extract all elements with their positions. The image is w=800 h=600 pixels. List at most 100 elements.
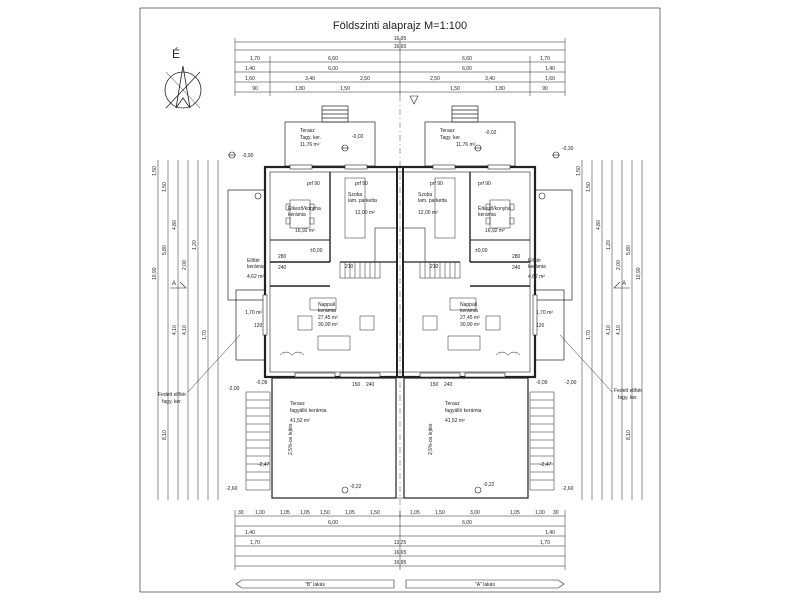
wall-code: 280 xyxy=(512,254,521,260)
dim-left: 10,90 xyxy=(152,267,158,280)
dim-top-r2: 1,40 xyxy=(545,66,555,72)
level-stairs-left-mid: -2,47 xyxy=(258,462,270,468)
bottom-dimensions xyxy=(234,510,566,570)
room-kitchen-right-name: Étkező/konyha xyxy=(478,205,511,212)
dim-bottom-r1: 1,05 xyxy=(345,510,355,516)
dim-bottom-r1: 1,00 xyxy=(255,510,265,516)
furniture xyxy=(279,177,521,356)
covered-stair-left-material: fagy. ker. xyxy=(162,399,182,405)
terrace-top-left-area: 11,76 m² xyxy=(300,142,320,148)
level-right-corner: -0,30 xyxy=(562,146,574,152)
level-stairs-left-top: -0,09 xyxy=(256,380,268,386)
level-left-outer: -2,00 xyxy=(228,386,240,392)
dim-top-r4: 1,50 xyxy=(450,86,460,92)
terrace-top-left-material: Tagy. ker. xyxy=(300,135,321,141)
dim-bottom-r4: 1,70 xyxy=(540,540,550,546)
door-label: prf 90 xyxy=(307,181,320,187)
room-kitchen-right-area: 16,92 m² xyxy=(485,228,505,234)
level-left-corner: -0,90 xyxy=(242,153,254,159)
door-label: prf 90 xyxy=(430,181,443,187)
room-living-left-area: 27,45 m² xyxy=(318,315,338,321)
room-living-left-name: Nappali xyxy=(318,302,335,308)
covered-stair-right-material: fagy. ker. xyxy=(618,395,638,401)
room-hall-right-area: 4,62 m² xyxy=(528,274,545,280)
wall-code: 240 xyxy=(278,265,287,271)
level-stairs-right-mid: -2,47 xyxy=(540,462,552,468)
dim-left: 1,50 xyxy=(162,182,168,192)
dim-bottom-r1: 1,50 xyxy=(370,510,380,516)
level-zero-right: ±0,00 xyxy=(475,248,488,254)
terrace-bottom-right-name: Terasz xyxy=(445,401,460,407)
dim-top-r2: 6,00 xyxy=(462,66,472,72)
wall-code: 240 xyxy=(444,382,453,388)
dim-bottom-r1: 3,00 xyxy=(470,510,480,516)
dim-left: 1,50 xyxy=(152,166,158,176)
dim-bottom-outer: 16,95 xyxy=(394,560,407,566)
dim-left: 8,10 xyxy=(162,430,168,440)
room-kitchen-right-material: kerámia xyxy=(478,212,496,218)
dim-bottom-r1: 30 xyxy=(553,510,559,516)
dim-right: 4,80 xyxy=(596,220,602,230)
dim-right: 4,10 xyxy=(606,325,612,335)
dim-top-r4: 1,80 xyxy=(495,86,505,92)
terrace-top-right-name: Terasz xyxy=(440,128,455,134)
dim-top-r4: 90 xyxy=(252,86,258,92)
dim-bottom-r1: 1,05 xyxy=(280,510,290,516)
terrace-bottom-right-material: fagyálló kerámia xyxy=(445,408,482,414)
dim-bottom-r1: 30 xyxy=(238,510,244,516)
room-living-right-name: Nappali xyxy=(460,302,477,308)
dim-top-r1: 1,70 xyxy=(250,56,260,62)
terrace-top-right-material: Tagy. ker. xyxy=(440,135,461,141)
dim-right: 2,00 xyxy=(616,260,622,270)
top-dimensions xyxy=(234,38,566,96)
dim-bottom-inner: 16,65 xyxy=(394,550,407,556)
terrace-top-left-name: Terasz xyxy=(300,128,315,134)
dim-top-r4: 90 xyxy=(542,86,548,92)
wall-code: 120 xyxy=(254,323,263,329)
level-top-left: -0,02 xyxy=(352,134,364,140)
dim-right: 8,10 xyxy=(626,430,632,440)
room-living-left-material: kerámia xyxy=(318,308,336,314)
room-living-right-area-total: 30,90 m² xyxy=(460,322,480,328)
dim-bottom-r1: 1,50 xyxy=(320,510,330,516)
dim-right: 1,50 xyxy=(576,166,582,176)
room-kitchen-left-name: Étkező/konyha xyxy=(288,205,321,212)
unit-arrows xyxy=(235,579,565,589)
wall-code: 240 xyxy=(512,265,521,271)
small-area-left: 1,70 m² xyxy=(245,310,262,316)
wall-code: 210 xyxy=(430,264,439,270)
wall-code: 150 xyxy=(352,382,361,388)
dim-bottom-r1: 1,05 xyxy=(410,510,420,516)
bottom-terraces xyxy=(271,377,529,499)
dim-bottom-r1: 1,50 xyxy=(435,510,445,516)
dim-top-r3: 2,50 xyxy=(430,76,440,82)
room-bed-left-area: 12,00 m² xyxy=(355,210,375,216)
room-bed-right-area: 12,00 m² xyxy=(418,210,438,216)
side-dimensions xyxy=(157,160,643,500)
covered-stair-left-name: Fedett előtér xyxy=(158,392,186,398)
exterior-stairs xyxy=(187,334,613,491)
dim-top-r3: 3,40 xyxy=(485,76,495,82)
wall-code: 150 xyxy=(430,382,439,388)
level-top-right: -0,02 xyxy=(485,130,497,136)
level-stairs-right-top: -0,09 xyxy=(536,380,548,386)
room-living-right-area: 27,45 m² xyxy=(460,315,480,321)
dim-bottom-r2: 6,00 xyxy=(328,520,338,526)
slope-right: 2,5%-os lejtés xyxy=(428,423,434,455)
room-living-right-material: kerámia xyxy=(460,308,478,314)
dim-top-r1: 6,60 xyxy=(462,56,472,62)
slope-left: 2,5%-os lejtés xyxy=(288,423,294,455)
dim-top-r3: 1,60 xyxy=(545,76,555,82)
room-bed-left-material: lam. parketta xyxy=(348,198,377,204)
north-label: É xyxy=(172,46,180,61)
interior-stairs xyxy=(339,261,461,279)
north-arrow: É xyxy=(164,46,202,109)
section-marker-top xyxy=(409,95,419,105)
dim-top-r1: 1,70 xyxy=(540,56,550,62)
dim-top-r4: 1,50 xyxy=(340,86,350,92)
dim-top-r1: 6,60 xyxy=(328,56,338,62)
dim-left: 5,80 xyxy=(162,245,168,255)
terrace-bottom-right-area: 41,52 m² xyxy=(445,418,465,424)
terrace-bottom-left-area: 41,52 m² xyxy=(290,418,310,424)
